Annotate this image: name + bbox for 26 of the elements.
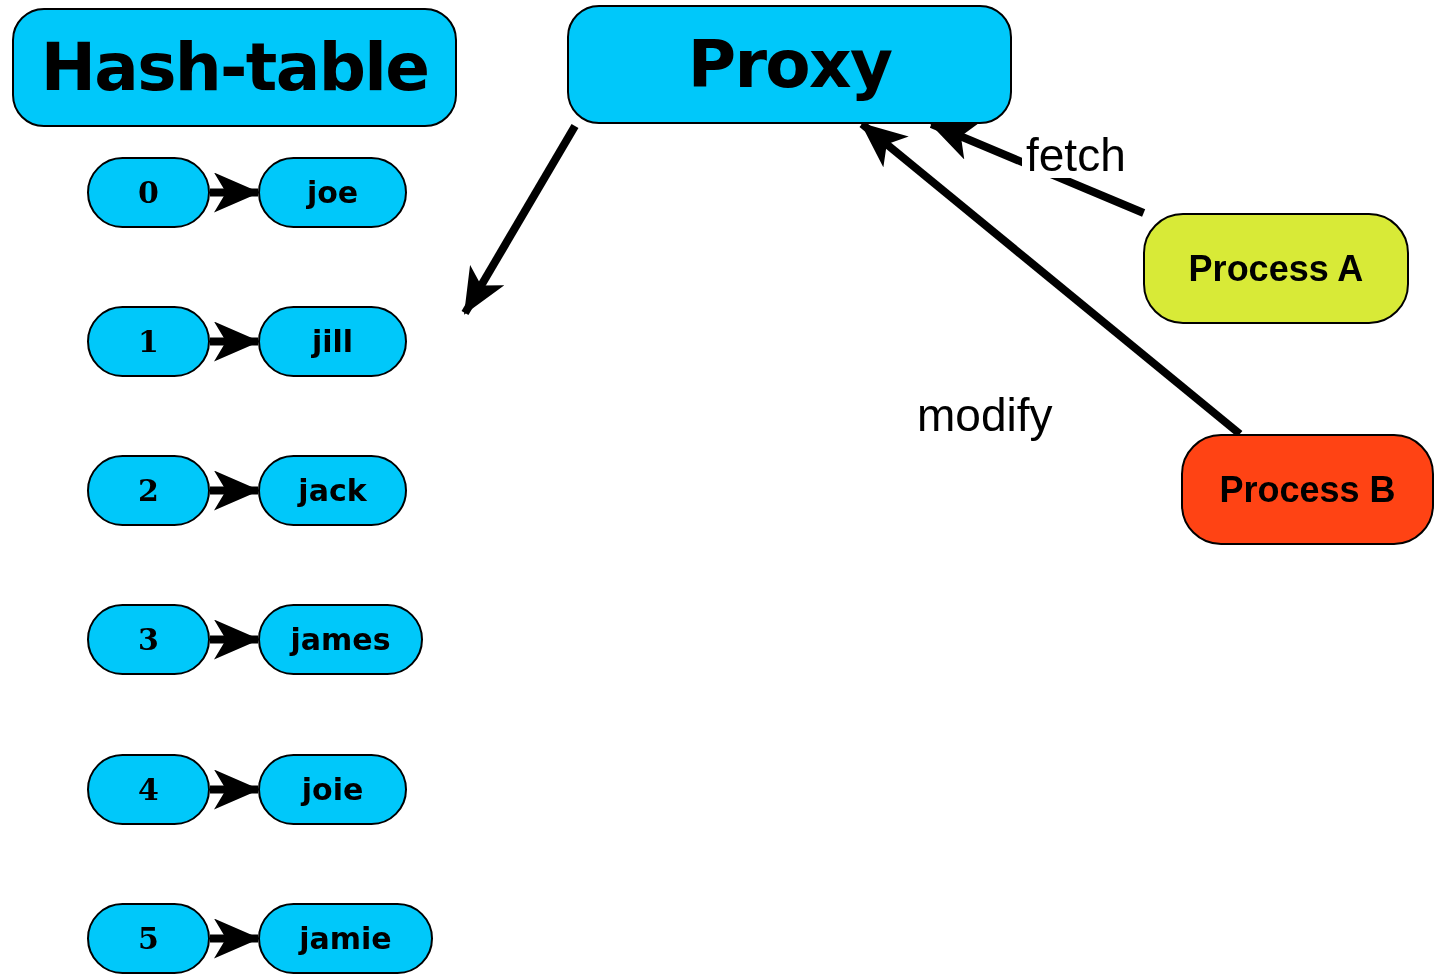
title-box — [567, 5, 1012, 124]
process-box — [1143, 213, 1409, 324]
node-label: Process A — [1188, 250, 1364, 287]
arrow — [210, 172, 260, 213]
node-label: 1 — [138, 326, 159, 357]
node-label: 3 — [138, 624, 159, 655]
arrow — [210, 918, 260, 959]
node-label: joe — [306, 177, 359, 208]
node-label: jamie — [299, 923, 392, 954]
node-label: joie — [301, 774, 364, 805]
arrow — [461, 123, 579, 316]
title-box — [12, 8, 457, 127]
arrow — [210, 769, 260, 810]
process-box — [1181, 434, 1434, 545]
node-label: 2 — [138, 475, 159, 506]
node-label: 0 — [138, 177, 159, 208]
node-label: Hash-table — [40, 34, 429, 101]
node-label: jack — [298, 475, 367, 506]
node-label: 4 — [138, 774, 159, 805]
node-label: Process B — [1219, 471, 1396, 508]
node-label: james — [290, 624, 391, 655]
arrow — [210, 619, 260, 660]
arrow — [210, 470, 260, 511]
node-label: jill — [311, 326, 354, 357]
arrow — [210, 321, 260, 362]
node-label: 5 — [138, 923, 159, 954]
